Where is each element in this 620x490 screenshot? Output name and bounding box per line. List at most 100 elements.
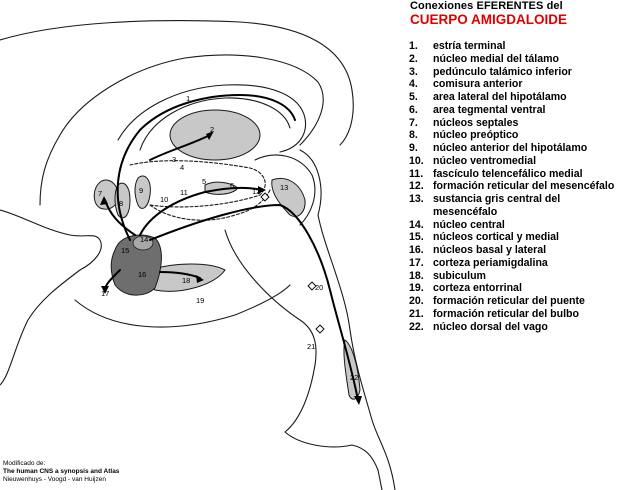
diagram-label-14: 14 [140,235,148,244]
periaqueductal-gray-structure [271,177,306,217]
central-nucleus-structure [132,235,154,251]
legend-item: 18. subiculum [409,270,619,283]
legend-item-label: comisura anterior [433,78,523,91]
legend-item: 16.núcleos basal y lateral [409,244,619,257]
inner-arc [139,97,291,151]
legend-item-label: núcleo dorsal del vago [433,320,548,333]
frontal-cortex [0,209,102,386]
legend-item-label: fascículo telencefálico medial [433,167,583,180]
diagram-label-4: 4 [180,163,184,172]
legend-item-number: 6. [409,103,418,116]
legend-item: 5. area lateral del hipotálamo [409,91,619,104]
diagram-label-12: 12 [252,187,260,196]
legend-item: 11. fascículo telencefálico medial [409,168,619,181]
hypothalamus-dashed-2 [149,189,271,221]
legend-item-label: núcleos septales [433,116,519,129]
legend-item: 7. núcleos septales [409,117,619,130]
legend-item-number: 7. [409,116,418,129]
legend-item: 10. núcleo ventromedial [409,155,619,168]
legend-item: 13.sustancia gris central del mesencéfal… [409,193,619,219]
credit-line-3: Nieuwenhuys - Voogd - van Huijzen [3,476,106,483]
midbrain-outline [254,154,316,226]
diagram-label-11: 11 [180,188,188,197]
legend-item: 17.corteza periamigdalina [409,257,619,270]
arrowhead-subiculum [196,275,204,283]
legend-item-label: subiculum [433,269,486,282]
diagram-label-5: 5 [202,177,206,186]
credit-line-2: The human CNS a synopsis and Atlas [3,468,120,475]
arrowhead-tegmental [258,186,266,194]
septal-nuclei-structure [93,179,119,210]
legend-item-number: 12. [409,180,424,193]
legend-item-number: 11. [409,167,424,180]
diagram-label-10: 10 [160,195,168,204]
amygdala-efferents-diagram: 1 2 3 4 5 6 7 8 9 10 11 12 13 14 15 16 1… [0,20,396,490]
diagram-label-20: 20 [315,283,323,292]
path-to-brainstem [149,203,359,401]
legend-item-label: formación reticular del mesencéfalo [433,180,615,193]
legend-item-number: 8. [409,129,418,142]
legend-item: 3.pedúnculo talámico inferior [409,66,619,79]
arrowhead-vagus [354,396,362,405]
diagram-label-13: 13 [280,183,288,192]
legend-item-label: núcleo ventromedial [433,154,537,167]
legend-item-number: 18. [409,269,424,282]
legend-item: 8.núcleo preóptico [409,129,619,142]
brainstem-outline-left [224,229,383,490]
brainstem-outline-right [299,149,396,490]
legend-item-label: núcleo anterior del hipotálamo [433,142,588,154]
diagram-label-3: 3 [172,155,176,164]
legend-item-label: corteza periamigdalina [433,256,548,269]
hypothalamus-dashed [129,160,266,208]
legend-item: 6.area tegmental ventral [409,104,619,117]
arrowhead-septum [100,196,108,205]
legend-item-number: 16. [409,244,424,256]
legend-item-label: pedúnculo talámico inferior [433,65,572,78]
diagram-label-19: 19 [196,296,204,305]
callosum-inner [117,84,307,153]
legend-item-label: formación reticular del puente [433,295,585,307]
legend-item-label: area lateral del hipotálamo [433,91,567,103]
legend-item-number: 13. [409,193,424,205]
amygdala-structure [110,234,162,296]
legend-item-number: 2. [409,52,418,65]
legend-item: 22.núcleo dorsal del vago [409,321,619,334]
medial-thalamus-structure [169,109,261,161]
legend-item-number: 1. [409,40,418,52]
stria-terminalis-path [116,93,296,241]
diagram-label-8: 8 [119,199,123,208]
legend-item-number: 20. [409,295,424,307]
cortex-outline [0,20,354,146]
diagram-label-7: 7 [98,189,102,198]
title-line-1: Conexiones EFERENTES del [410,0,563,12]
diagram-label-9: 9 [139,186,143,195]
diagram-label-17: 17 [101,289,109,298]
legend-item-label: núcleo medial del tálamo [433,52,559,65]
relay-marker-20 [307,281,317,291]
legend-item-number: 5. [409,91,418,103]
legend-item-number: 21. [409,307,424,320]
diagram-label-16: 16 [138,270,146,279]
legend-item: 2. núcleo medial del tálamo [409,53,619,66]
path-to-hypothalamus [139,186,263,236]
diagram-label-22: 22 [350,373,358,382]
temporal-outline [74,284,291,328]
legend-item-number: 10. [409,154,424,167]
legend-item: 15.núcleos cortical y medial [409,231,619,244]
legend-list: 1. estría terminal 2. núcleo medial del tál… [409,40,619,333]
anterior-hypothalamus-structure [134,175,151,209]
legend-item-number: 15. [409,231,424,244]
arrowhead-thalamus [206,131,214,140]
relay-marker-12 [260,192,270,202]
diagram-label-15: 15 [121,246,129,255]
arrowhead-periamygdala [101,286,109,294]
credit-line-1: Modificado de: [3,460,46,467]
legend-item-number: 9. [409,142,418,154]
legend-item-label: estría terminal [433,40,506,52]
diagram-label-2: 2 [210,125,214,134]
legend-item-number: 4. [409,78,418,91]
legend-item: 20. formación reticular del puente [409,295,619,308]
callosum-outer [39,54,324,206]
legend-item-label: formación reticular del bulbo [433,307,579,320]
diagram-label-18: 18 [182,276,190,285]
